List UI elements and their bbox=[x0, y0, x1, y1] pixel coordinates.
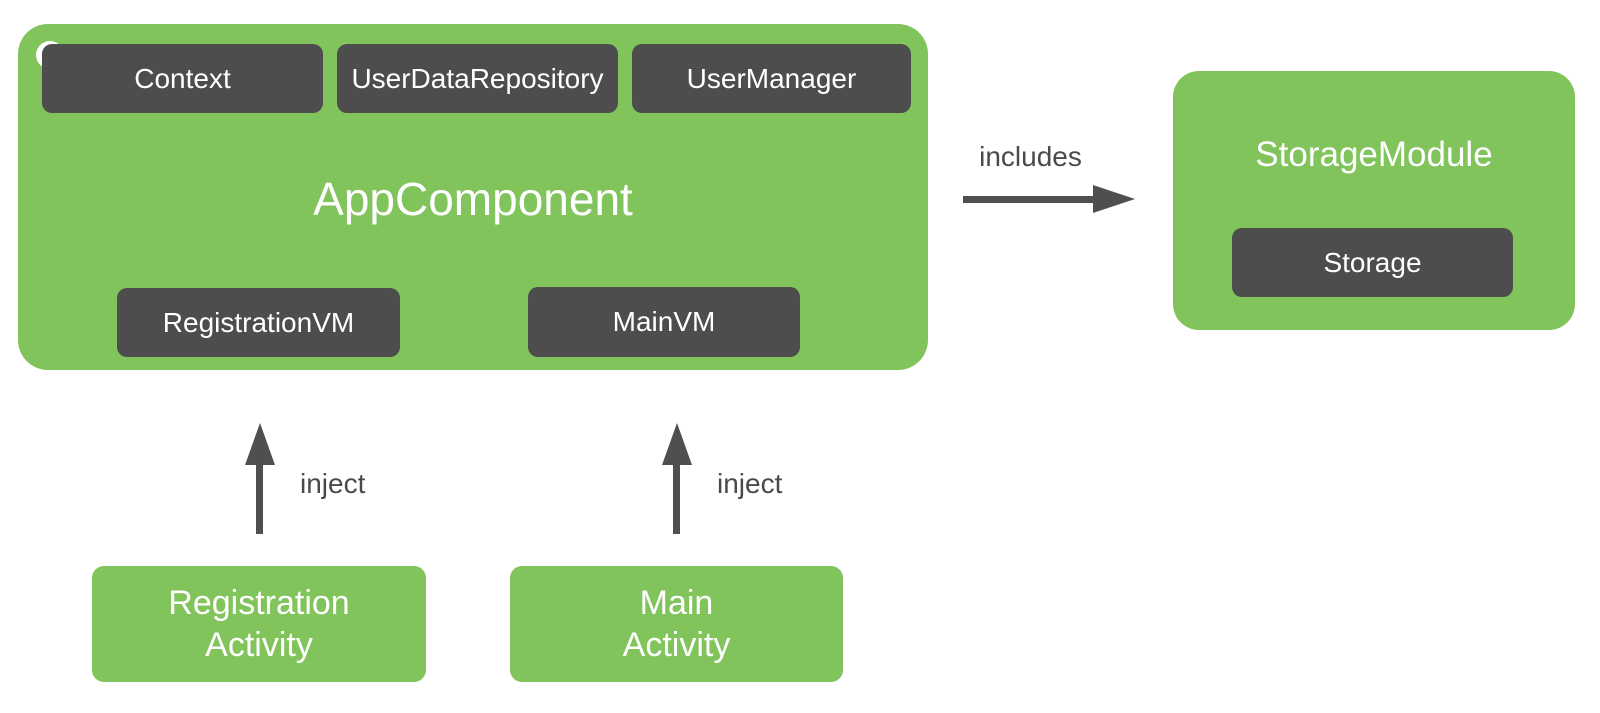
includes-arrow-line bbox=[963, 196, 1094, 203]
registration-activity-box: Registration Activity bbox=[92, 566, 426, 682]
inject-registration-arrowhead-icon bbox=[245, 423, 275, 465]
context-chip: Context bbox=[42, 44, 323, 113]
appcomponent-box: Context UserDataRepository UserManager A… bbox=[18, 24, 928, 370]
main-activity-box: Main Activity bbox=[510, 566, 843, 682]
usermanager-chip: UserManager bbox=[632, 44, 911, 113]
userdatarepository-chip: UserDataRepository bbox=[337, 44, 618, 113]
includes-arrowhead-icon bbox=[1093, 185, 1135, 213]
includes-edge-label: includes bbox=[979, 141, 1082, 172]
inject-main-edge-label: inject bbox=[717, 468, 783, 499]
storagemodule-box: StorageModule Storage bbox=[1173, 71, 1575, 330]
inject-main-arrowhead-icon bbox=[662, 423, 692, 465]
inject-main-arrow-line bbox=[673, 462, 680, 534]
inject-registration-edge-label: inject bbox=[300, 468, 366, 499]
storagemodule-title: StorageModule bbox=[1255, 135, 1493, 174]
storage-chip: Storage bbox=[1232, 228, 1513, 297]
registrationvm-chip: RegistrationVM bbox=[117, 288, 400, 357]
mainvm-chip: MainVM bbox=[528, 287, 800, 357]
appcomponent-title: AppComponent bbox=[313, 173, 633, 225]
inject-registration-arrow-line bbox=[256, 462, 263, 534]
